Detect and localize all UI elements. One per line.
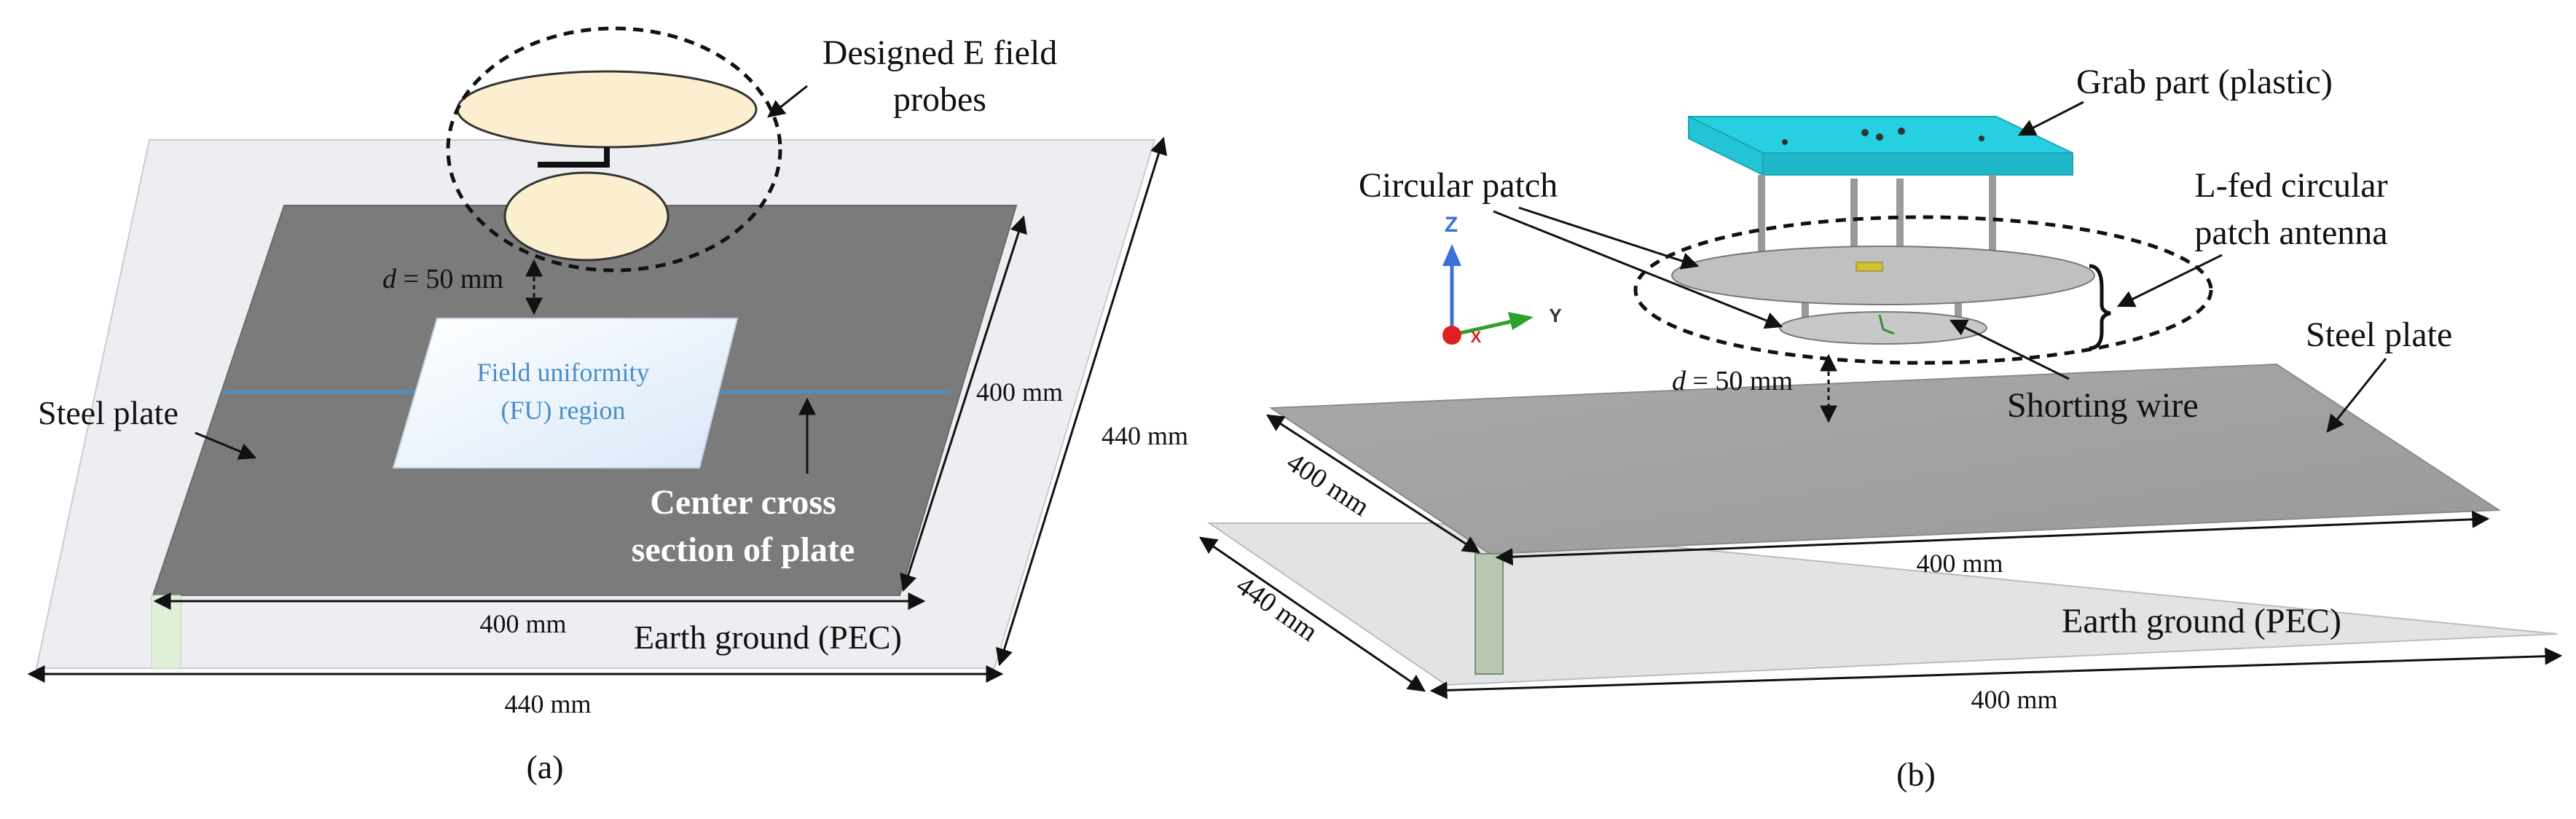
circular-patch-arrow-lower	[1493, 210, 1783, 329]
probe-highlight-circle	[446, 26, 782, 273]
axis-y-label: Y	[1549, 305, 1561, 326]
grab-hole	[1861, 129, 1869, 136]
distance-label-b: d = 50 mm	[1672, 366, 1793, 396]
steel-plate-arrow-b	[2326, 358, 2387, 433]
circular-patch-upper	[1671, 246, 2095, 305]
center-section-label-line1: Center cross	[650, 483, 836, 522]
grab-hole	[1782, 139, 1788, 145]
support-post-a	[151, 595, 181, 669]
antenna-brace	[2089, 264, 2111, 350]
probe-label-line1: Designed E field	[822, 34, 1058, 72]
earth-ground-label-b: Earth ground (PEC)	[2062, 602, 2341, 640]
panel-a: Field uniformity (FU) region Designed E …	[27, 26, 1188, 785]
grab-part-front	[1762, 152, 2073, 176]
shorting-wire-element	[1878, 314, 1895, 335]
outer-width-label-b: 400 mm	[1971, 685, 2057, 714]
steel-plate-arrow-a	[195, 431, 257, 460]
antenna-highlight-circle	[1633, 215, 2213, 365]
axis-triad: Z Y X	[1442, 213, 1562, 346]
caption-a: (a)	[526, 748, 563, 785]
steel-plate-label-a: Steel plate	[38, 394, 178, 431]
antenna-label-line2: patch antenna	[2194, 213, 2387, 252]
outer-depth-label-a: 440 mm	[1102, 421, 1188, 450]
axis-y-arrowhead	[1508, 312, 1534, 330]
outer-width-label-a: 440 mm	[504, 689, 591, 718]
axis-x-dot	[1442, 326, 1461, 345]
shorting-wire-arrow	[1949, 319, 2070, 380]
earth-ground-label-a: Earth ground (PEC)	[634, 619, 902, 656]
panel-b: Grab part (plastic) Circular patch L-fed…	[1199, 63, 2563, 793]
fu-region	[392, 318, 739, 469]
axis-x-label: X	[1471, 328, 1482, 346]
antenna-label-line1: L-fed circular	[2194, 166, 2387, 205]
grab-hole	[1898, 128, 1905, 135]
plate-width-label-a: 400 mm	[479, 609, 566, 638]
plate-width-dim-b	[1495, 510, 2490, 566]
circular-patch-label: Circular patch	[1359, 166, 1558, 205]
support-post-b	[1474, 553, 1504, 675]
antenna-arrow	[2116, 254, 2223, 307]
grab-hole	[1979, 136, 1984, 141]
axis-y-line	[1456, 318, 1516, 336]
distance-label-a: d = 50 mm	[382, 264, 503, 294]
probe-pointer-arrow	[767, 85, 808, 118]
probe-top	[456, 70, 758, 149]
feed-element	[1856, 262, 1883, 272]
grab-part-label: Grab part (plastic)	[2076, 63, 2333, 101]
center-section-label-line2: section of plate	[632, 530, 855, 569]
fu-label-line2: (FU) region	[501, 396, 626, 425]
axis-z-label: Z	[1445, 213, 1458, 237]
caption-b: (b)	[1896, 756, 1936, 793]
outer-depth-dim-b	[1199, 536, 1426, 692]
earth-ground-plane-b	[1206, 522, 2558, 686]
plate-depth-label-a: 400 mm	[976, 377, 1063, 407]
fu-label-line1: Field uniformity	[477, 358, 650, 387]
plate-width-label-b: 400 mm	[1916, 549, 2003, 578]
axis-z-arrowhead	[1442, 244, 1461, 266]
grab-hole	[1876, 133, 1883, 141]
probe-connector	[538, 147, 610, 168]
probe-label-line2: probes	[893, 80, 986, 119]
outer-width-dim-b	[1429, 647, 2563, 700]
plate-depth-dim-b	[1265, 414, 1481, 554]
shorting-wire-label: Shorting wire	[2007, 386, 2199, 425]
circular-patch-arrow-upper	[1518, 206, 1700, 270]
grab-part-arrow	[2017, 101, 2084, 136]
steel-plate-label-b: Steel plate	[2306, 316, 2452, 354]
outer-depth-dim-a	[995, 136, 1168, 667]
probe-bottom	[503, 171, 669, 262]
